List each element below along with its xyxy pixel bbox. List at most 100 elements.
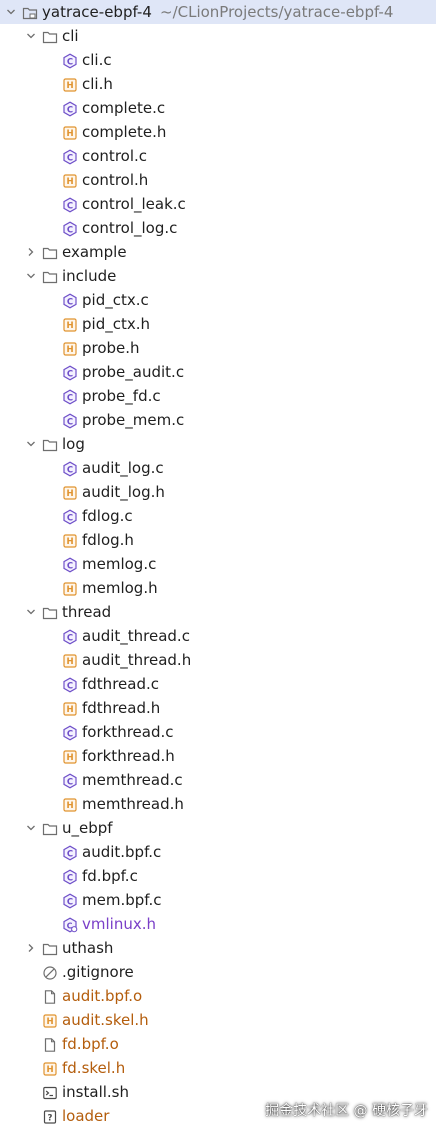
tree-file-row[interactable]: fd.bpf.o bbox=[0, 1032, 436, 1056]
tree-item-label: cli bbox=[62, 27, 79, 45]
tree-folder-row[interactable]: u_ebpf bbox=[0, 816, 436, 840]
svg-text:C: C bbox=[67, 393, 73, 403]
svg-text:C: C bbox=[67, 417, 73, 427]
tree-item-label: include bbox=[62, 267, 117, 285]
tree-item-label: probe_mem.c bbox=[82, 411, 185, 429]
svg-text:C: C bbox=[67, 777, 73, 787]
chevron-down-icon[interactable] bbox=[4, 0, 18, 24]
chevron-down-icon[interactable] bbox=[24, 264, 38, 288]
c-file-icon: C bbox=[62, 628, 78, 645]
header-file-icon: H bbox=[62, 796, 78, 812]
tree-item-label: thread bbox=[62, 603, 112, 621]
tree-item-label: control.c bbox=[82, 147, 148, 165]
c-file-icon: C bbox=[62, 556, 78, 573]
tree-item-label: fd.bpf.c bbox=[82, 867, 138, 885]
svg-text:H: H bbox=[46, 1017, 53, 1027]
tree-item-label: audit_thread.c bbox=[82, 627, 190, 645]
unknown-file-icon: ? bbox=[42, 1108, 58, 1124]
svg-text:H: H bbox=[66, 537, 73, 547]
chevron-down-icon[interactable] bbox=[24, 432, 38, 456]
tree-item-label: audit_log.h bbox=[82, 483, 165, 501]
header-file-icon: H bbox=[42, 1012, 58, 1028]
tree-folder-row[interactable]: log bbox=[0, 432, 436, 456]
tree-item-label: fd.skel.h bbox=[62, 1059, 126, 1077]
tree-file-row[interactable]: audit.bpf.o bbox=[0, 984, 436, 1008]
chevron-down-icon[interactable] bbox=[24, 24, 38, 48]
svg-text:C: C bbox=[67, 729, 73, 739]
tree-file-row[interactable]: install.sh bbox=[0, 1080, 436, 1104]
tree-folder-row[interactable]: thread bbox=[0, 600, 436, 624]
c-file-icon: C bbox=[62, 412, 78, 429]
c-file-icon: C bbox=[62, 676, 78, 693]
file-icon bbox=[42, 988, 58, 1004]
folder-icon bbox=[42, 604, 58, 620]
tree-item-label: pid_ctx.c bbox=[82, 291, 149, 309]
tree-item-label: control_leak.c bbox=[82, 195, 186, 213]
c-file-icon: C bbox=[62, 100, 78, 117]
tree-folder-row[interactable]: example bbox=[0, 240, 436, 264]
header-file-icon: H bbox=[62, 172, 78, 188]
folder-icon bbox=[42, 244, 58, 260]
tree-folder-row[interactable]: uthash bbox=[0, 936, 436, 960]
folder-icon bbox=[42, 28, 58, 44]
tree-item-label: uthash bbox=[62, 939, 114, 957]
c-file-icon: C bbox=[62, 292, 78, 309]
svg-text:C: C bbox=[67, 57, 73, 67]
tree-folder-row[interactable]: cli bbox=[0, 24, 436, 48]
tree-file-row[interactable]: .gitignore bbox=[0, 960, 436, 984]
chevron-down-icon[interactable] bbox=[24, 816, 38, 840]
header-file-icon: H bbox=[62, 532, 78, 548]
chevron-down-icon[interactable] bbox=[24, 600, 38, 624]
tree-item-label: memlog.c bbox=[82, 555, 157, 573]
svg-text:C: C bbox=[67, 297, 73, 307]
tree-item-label: cli.h bbox=[82, 75, 113, 93]
tree-item-label: memthread.h bbox=[82, 795, 184, 813]
tree-folder-row[interactable]: include bbox=[0, 264, 436, 288]
tree-file-row[interactable]: ?loader bbox=[0, 1104, 436, 1128]
header-file-icon: H bbox=[62, 340, 78, 356]
tree-root-row[interactable]: yatrace-ebpf-4 ~/CLionProjects/yatrace-e… bbox=[0, 0, 436, 24]
tree-item-label: pid_ctx.h bbox=[82, 315, 150, 333]
tree-item-label: fdlog.c bbox=[82, 507, 133, 525]
chevron-right-icon[interactable] bbox=[24, 936, 38, 960]
chevron-right-icon[interactable] bbox=[24, 240, 38, 264]
svg-text:H: H bbox=[66, 585, 73, 595]
tree-item-label: probe_audit.c bbox=[82, 363, 185, 381]
header-file-icon: H bbox=[62, 484, 78, 500]
tree-item-label: mem.bpf.c bbox=[82, 891, 162, 909]
